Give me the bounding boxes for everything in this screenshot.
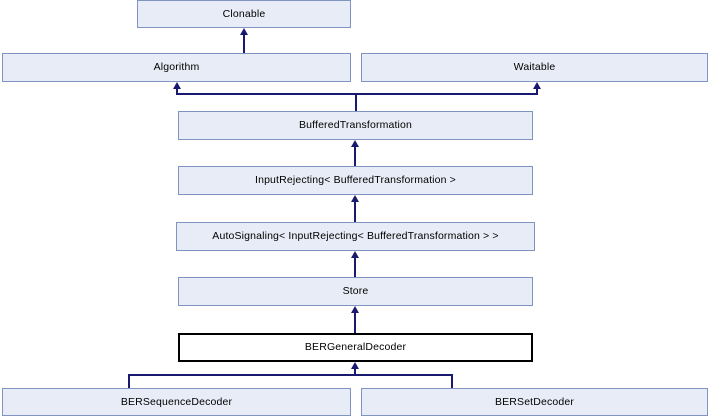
class-node-bufferedtransformation[interactable]: BufferedTransformation [178, 111, 533, 140]
class-node-label: BERSequenceDecoder [120, 395, 233, 408]
edge-riser-to-waitable [536, 88, 538, 95]
edge-algorithm-to-clonable [243, 34, 245, 53]
class-node-store[interactable]: Store [178, 277, 533, 306]
edge-riser-to-bersequencedecoder [128, 374, 130, 388]
arrowhead-bufferedtransformation [351, 140, 359, 147]
class-node-label: Store [342, 285, 369, 298]
edge-riser-to-bersetdecoder [451, 374, 453, 388]
arrowhead-bergeneraldecoder [351, 362, 359, 369]
edge-bergeneraldecoder-to-store [354, 312, 356, 333]
class-node-bersetdecoder[interactable]: BERSetDecoder [361, 388, 708, 416]
class-node-label: BERGeneralDecoder [304, 341, 407, 354]
class-node-label: InputRejecting< BufferedTransformation > [255, 174, 456, 187]
class-node-clonable[interactable]: Clonable [137, 0, 351, 28]
arrowhead-algorithm [173, 82, 181, 89]
edge-stem-bergeneraldecoder-down [354, 368, 356, 375]
class-node-autosignaling[interactable]: AutoSignaling< InputRejecting< BufferedT… [176, 222, 535, 251]
class-node-bergeneraldecoder[interactable]: BERGeneralDecoder [178, 333, 533, 362]
arrowhead-autosignaling [351, 251, 359, 258]
edge-riser-to-algorithm [176, 88, 178, 95]
class-node-inputrejecting[interactable]: InputRejecting< BufferedTransformation > [178, 166, 533, 195]
class-node-label: BERSetDecoder [495, 395, 574, 408]
class-node-label: Clonable [222, 7, 266, 20]
edge-stem-bufferedtransformation-up [355, 93, 357, 111]
edge-store-to-autosignaling [354, 257, 356, 277]
class-node-label: Algorithm [153, 61, 200, 74]
arrowhead-clonable [240, 28, 248, 35]
class-node-label: Waitable [513, 61, 556, 74]
edge-inputrejecting-to-bufferedtransformation [354, 146, 356, 166]
class-node-label: BufferedTransformation [298, 119, 413, 132]
edge-autosignaling-to-inputrejecting [354, 201, 356, 222]
class-node-waitable[interactable]: Waitable [361, 53, 708, 82]
edge-bus-algorithm-waitable [176, 93, 538, 95]
class-node-algorithm[interactable]: Algorithm [2, 53, 351, 82]
edge-bus-bersequence-berset [128, 374, 453, 376]
arrowhead-store [351, 306, 359, 313]
arrowhead-inputrejecting [351, 195, 359, 202]
arrowhead-waitable [533, 82, 541, 89]
class-node-label: AutoSignaling< InputRejecting< BufferedT… [212, 230, 499, 243]
class-node-bersequencedecoder[interactable]: BERSequenceDecoder [2, 388, 351, 416]
